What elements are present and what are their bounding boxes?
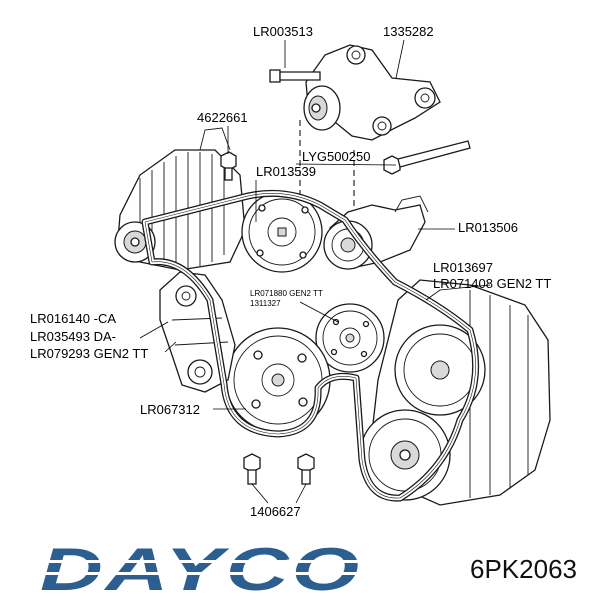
bolt-4622661	[220, 151, 237, 181]
brand-name: DAYCO	[40, 538, 362, 594]
logo-stripe-1	[36, 560, 366, 563]
callout-lr071880: LR071880 GEN2 TT	[250, 289, 323, 298]
idler-pulley	[315, 303, 385, 373]
callout-1335282: 1335282	[383, 24, 434, 39]
callout-lyg500250: LYG500250	[302, 149, 370, 164]
callout-lr067312: LR067312	[140, 402, 200, 417]
leader-lines	[139, 39, 491, 504]
vacuum-pump	[303, 44, 441, 141]
callout-lr035493: LR035493 DA-	[30, 329, 116, 344]
callout-lr071408: LR071408 GEN2 TT	[433, 276, 551, 291]
water-pump-pulley	[241, 191, 323, 273]
callout-lr013539: LR013539	[256, 164, 316, 179]
callout-lr016140: LR016140 -CA	[30, 311, 116, 326]
callout-lr003513: LR003513	[253, 24, 313, 39]
part-number: 6PK2063	[470, 554, 577, 584]
dayco-logo: DAYCO	[36, 538, 366, 594]
callout-lr079293: LR079293 GEN2 TT	[30, 346, 148, 361]
callout-1406627: 1406627	[250, 504, 301, 519]
bolt-lyg500250	[383, 140, 471, 175]
callout-4622661: 4622661	[197, 110, 248, 125]
ac-compressor	[359, 279, 551, 506]
callout-lr013506: LR013506	[458, 220, 518, 235]
bolt-1406627-right	[297, 453, 315, 485]
belt-tensioner	[323, 195, 429, 270]
tensioner-arm	[159, 271, 236, 393]
bolt-1406627-left	[243, 453, 261, 485]
logo-stripe-2	[36, 572, 366, 575]
bolt-lr003513	[269, 69, 321, 83]
callout-1311327: 1311327	[250, 299, 281, 308]
serpentine-belt	[141, 189, 480, 502]
callout-lr013697: LR013697	[433, 260, 493, 275]
